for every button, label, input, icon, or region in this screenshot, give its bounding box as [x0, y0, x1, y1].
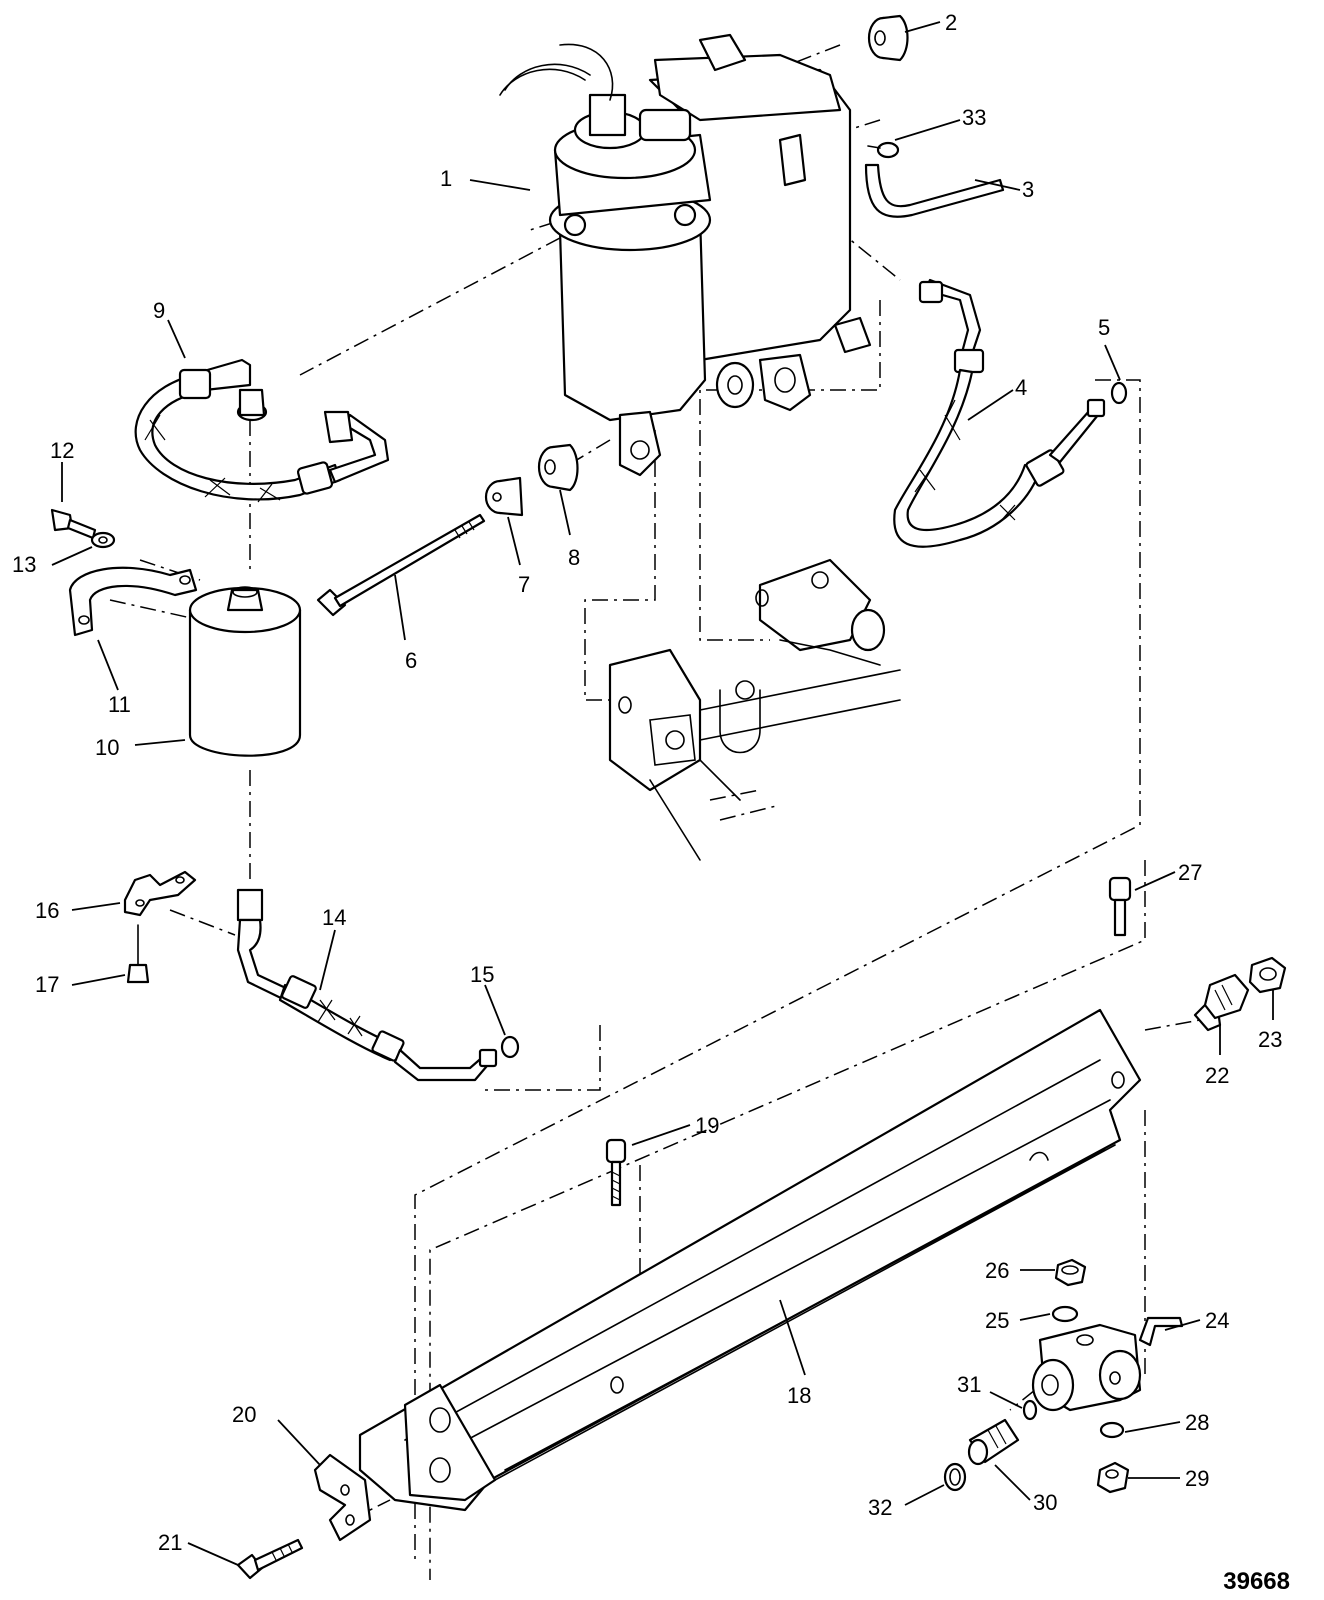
part-4-fuel-hose: [893, 278, 1106, 548]
part-6-bolt: [316, 513, 486, 617]
callout-29: 29: [1185, 1466, 1209, 1491]
part-24-valve-body: [1031, 1316, 1184, 1412]
callout-20: 20: [232, 1402, 256, 1427]
part-12-screw: [50, 508, 97, 540]
callout-31: 31: [957, 1372, 981, 1397]
callout-21: 21: [158, 1530, 182, 1555]
callout-14: 14: [322, 905, 346, 930]
part-31-o-ring: [1022, 1399, 1038, 1421]
callout-1: 1: [440, 166, 452, 191]
callout-11: 11: [108, 692, 131, 717]
callout-4: 4: [1015, 375, 1027, 400]
callout-7: 7: [518, 572, 530, 597]
fuel-separator-assembly: [499, 33, 872, 477]
callout-9: 9: [153, 298, 165, 323]
callout-25: 25: [985, 1308, 1009, 1333]
part-5-o-ring: [1110, 381, 1128, 405]
part-15-o-ring: [500, 1035, 520, 1059]
callout-3: 3: [1022, 177, 1034, 202]
callout-32: 32: [868, 1495, 892, 1520]
part-19-screw: [605, 1138, 627, 1207]
part-26-nut: [1054, 1258, 1087, 1287]
part-7-washer: [484, 476, 524, 517]
part-28-washer: [1099, 1421, 1125, 1439]
callout-27: 27: [1178, 860, 1202, 885]
part-2-plug: [867, 14, 909, 62]
callout-19: 19: [695, 1113, 719, 1138]
part-22-sender: [1193, 973, 1250, 1032]
callout-18: 18: [787, 1383, 811, 1408]
callout-2: 2: [945, 10, 957, 35]
callout-12: 12: [50, 438, 74, 463]
callout-16: 16: [35, 898, 59, 923]
drawing-number: 39668: [1223, 1568, 1290, 1595]
part-13-washer: [90, 531, 116, 549]
part-25-o-ring: [1051, 1305, 1079, 1323]
part-3-vent-hose: [864, 163, 1005, 218]
part-27-screw: [1108, 876, 1132, 937]
part-16-bracket: [123, 870, 197, 917]
callout-28: 28: [1185, 1410, 1209, 1435]
part-32-o-ring: [943, 1462, 967, 1492]
callout-8: 8: [568, 545, 580, 570]
callout-33: 33: [962, 105, 986, 130]
leader-lines: [51, 21, 1274, 1566]
part-8-grommet: [537, 443, 579, 492]
part-23-plug: [1248, 956, 1287, 994]
callout-17: 17: [35, 972, 59, 997]
part-21-screw: [236, 1538, 304, 1580]
part-14-fuel-hose: [236, 888, 498, 1082]
part-11-strap: [68, 566, 198, 637]
part-33-clamp: [867, 141, 900, 159]
callout-24: 24: [1205, 1308, 1229, 1333]
callout-15: 15: [470, 962, 494, 987]
part-20-clip: [313, 1453, 372, 1542]
callout-22: 22: [1205, 1063, 1229, 1088]
callout-13: 13: [12, 552, 36, 577]
callout-6: 6: [405, 648, 417, 673]
part-10-filter: [188, 586, 302, 757]
part-18-fuel-rail: [358, 1008, 1142, 1512]
callout-30: 30: [1033, 1490, 1057, 1515]
part-9-fuel-hose: [134, 358, 390, 503]
callout-26: 26: [985, 1258, 1009, 1283]
callout-labels: 1 2 3 4 5 6 7 8 9 10 11 12 13 14 15 16 1…: [12, 10, 1282, 1555]
part-29-nut: [1096, 1461, 1130, 1494]
callout-10: 10: [95, 735, 119, 760]
callout-23: 23: [1258, 1027, 1282, 1052]
callout-5: 5: [1098, 315, 1110, 340]
part-30-fitting: [967, 1418, 1020, 1466]
engine-bracket: [608, 558, 901, 861]
part-17-screw: [126, 924, 150, 984]
